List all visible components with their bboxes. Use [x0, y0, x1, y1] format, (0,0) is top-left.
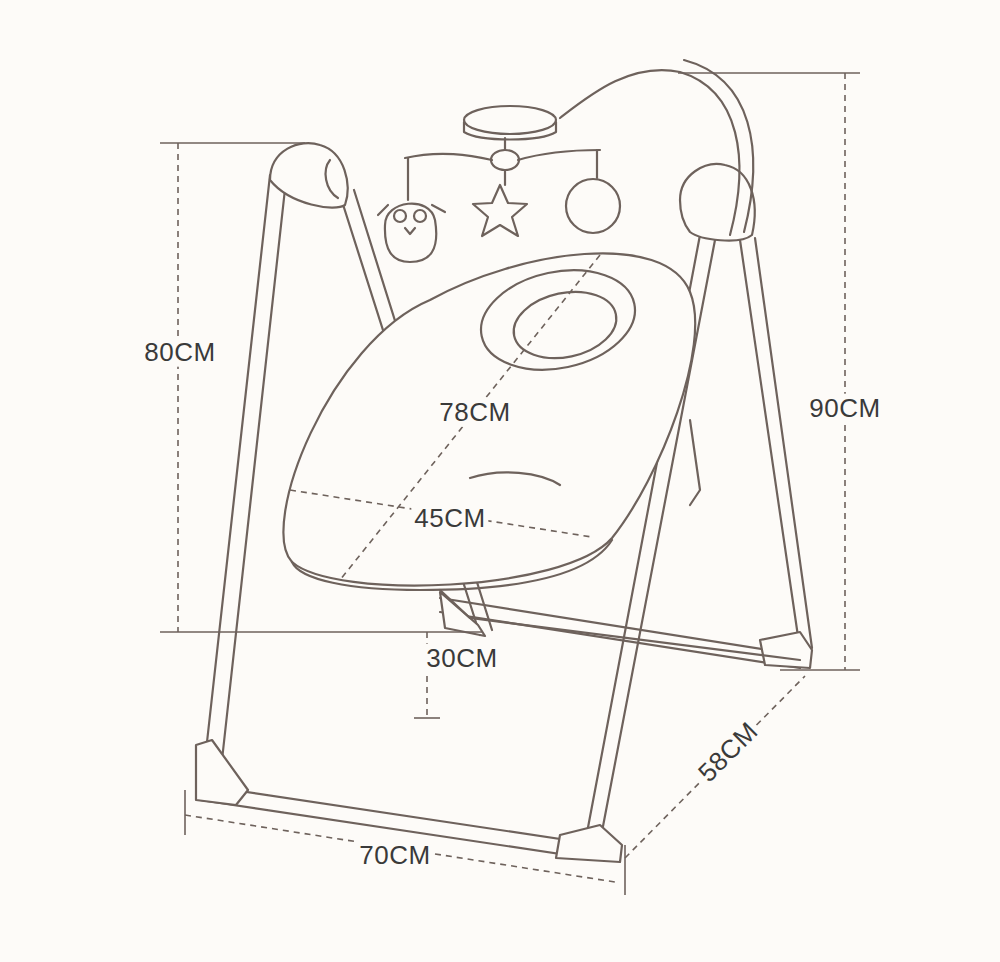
dimension-label: 80CM: [141, 338, 218, 367]
dimension-label: 30CM: [423, 644, 500, 673]
dimension-label: 45CM: [411, 504, 488, 533]
dimension-label: 78CM: [436, 398, 513, 427]
dimension-label: 90CM: [806, 394, 883, 423]
dimension-label: 58CM: [691, 715, 766, 790]
dimension-label: 70CM: [356, 841, 433, 870]
